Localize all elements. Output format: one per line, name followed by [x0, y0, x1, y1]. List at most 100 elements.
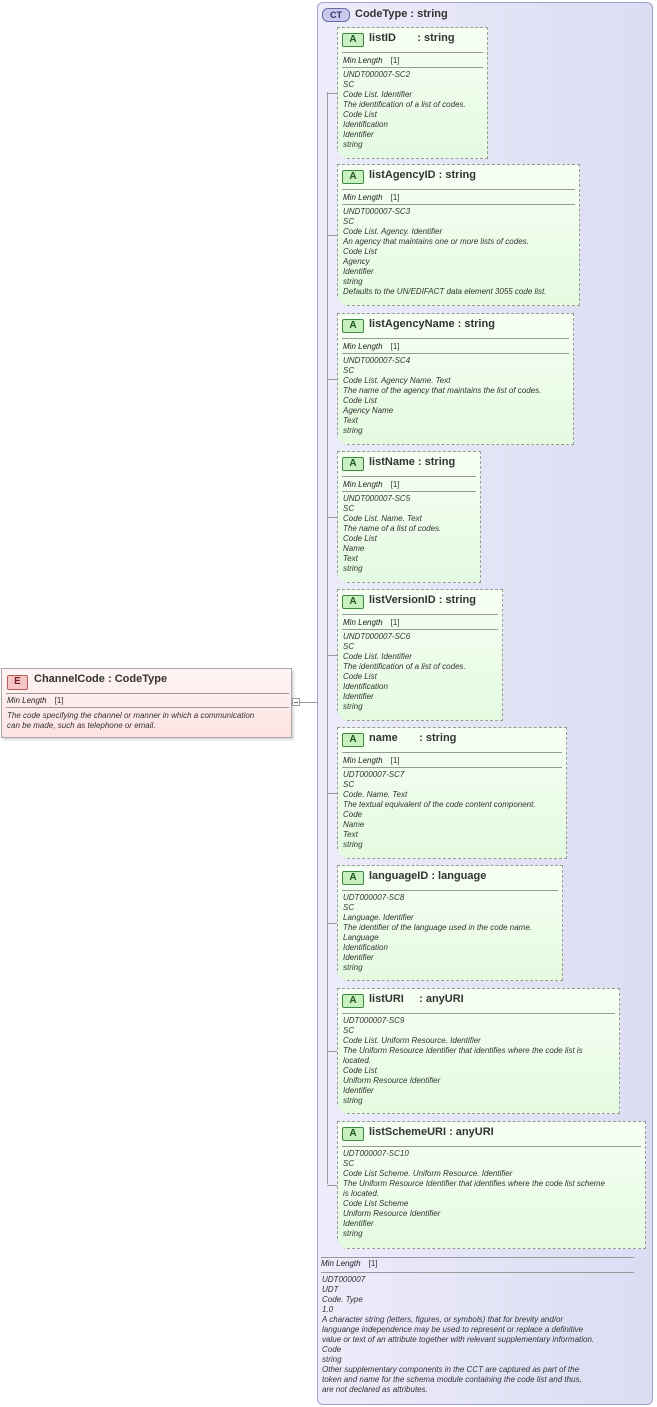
doc-line: Code List. Agency. Identifier — [343, 227, 443, 236]
doc-line: The identification of a list of codes. — [343, 100, 466, 109]
doc-line: SC — [343, 903, 355, 912]
doc-line: UDT000007 — [322, 1275, 366, 1284]
ct-separator-top — [321, 1257, 634, 1258]
doc-line: Code List. Uniform Resource. Identifier — [343, 1036, 481, 1045]
doc-line: Code. Name. Text — [343, 790, 408, 799]
doc-line: Code List. Identifier — [343, 90, 412, 99]
attribute-title: listAgencyName : string — [369, 318, 495, 330]
doc-line: SC — [343, 1026, 355, 1035]
doc-line: Identification — [343, 682, 388, 691]
doc-line: Code List — [343, 396, 377, 405]
complex-type-title: CodeType : string — [355, 8, 448, 20]
doc-line: The identification of a list of codes. — [343, 662, 466, 671]
doc-line: Identifier — [343, 1219, 374, 1228]
ct-facet-value: [1] — [368, 1259, 378, 1268]
doc-line: UNDT000007-SC3 — [343, 207, 411, 216]
doc-line: UNDT000007-SC2 — [343, 70, 411, 79]
doc-line: The Uniform Resource Identifier that ide… — [343, 1046, 583, 1055]
attribute-facet-label: Min Length — [343, 342, 383, 351]
element-box-channelcode[interactable]: E ChannelCode : CodeType Min Length[1] T… — [1, 668, 292, 738]
attribute-badge-icon: A — [342, 170, 364, 184]
attribute-connector-tick — [327, 793, 337, 794]
doc-line: can be made, such as telephone or email. — [7, 721, 156, 730]
doc-line: Identifier — [343, 130, 374, 139]
attribute-facet-label: Min Length — [343, 193, 383, 202]
collapse-toggle-icon[interactable] — [292, 698, 300, 706]
doc-line: Agency — [343, 257, 370, 266]
doc-line: string — [343, 564, 363, 573]
doc-line: Identifier — [343, 692, 374, 701]
doc-line: The textual equivalent of the code conte… — [343, 800, 536, 809]
doc-line: SC — [343, 642, 355, 651]
doc-line: string — [343, 426, 363, 435]
attribute-badge-icon: A — [342, 595, 364, 609]
attribute-separator — [342, 476, 476, 477]
attribute-separator — [342, 204, 575, 205]
attribute-facet-row: Min Length[1] — [343, 193, 400, 202]
doc-line: string — [343, 702, 363, 711]
attribute-facet-row: Min Length[1] — [343, 756, 400, 765]
attribute-facet-label: Min Length — [343, 480, 383, 489]
doc-line: Name — [343, 820, 365, 829]
element-type-separator: : — [107, 673, 115, 685]
doc-line: SC — [343, 1159, 355, 1168]
element-type: CodeType — [114, 673, 168, 685]
doc-line: UDT000007-SC9 — [343, 1016, 405, 1025]
attribute-facet-row: Min Length[1] — [343, 342, 400, 351]
doc-line: Code List. Identifier — [343, 652, 412, 661]
attribute-separator — [342, 338, 569, 339]
attribute-title: languageID : language — [369, 870, 487, 882]
ct-separator-bottom — [321, 1272, 634, 1273]
complex-type-badge-icon: CT — [322, 8, 350, 22]
doc-line: languange independence may be used to re… — [322, 1325, 584, 1334]
doc-line: Identifier — [343, 1086, 374, 1095]
doc-line: string — [343, 1229, 363, 1238]
doc-line: The name of a list of codes. — [343, 524, 442, 533]
attribute-connector-tick — [327, 1051, 337, 1052]
attribute-connector-tick — [327, 379, 337, 380]
attribute-separator — [342, 1013, 615, 1014]
doc-line: Code List. Agency Name. Text — [343, 376, 451, 385]
doc-line: Agency Name — [343, 406, 394, 415]
attribute-separator — [342, 767, 562, 768]
doc-line: UNDT000007-SC6 — [343, 632, 411, 641]
attribute-title: listSchemeURI : anyURI — [369, 1126, 494, 1138]
doc-line: Identifier — [343, 953, 374, 962]
element-name: ChannelCode — [34, 673, 105, 685]
attribute-facet-value: [1] — [390, 56, 400, 65]
doc-line: Text — [343, 830, 358, 839]
doc-line: located. — [343, 1056, 372, 1065]
doc-line: The code specifying the channel or manne… — [7, 711, 255, 720]
doc-line: string — [343, 140, 363, 149]
attribute-facet-row: Min Length[1] — [343, 618, 400, 627]
doc-line: Code List — [343, 110, 377, 119]
doc-line: string — [343, 277, 363, 286]
attribute-connector-tick — [327, 93, 337, 94]
doc-line: Name — [343, 544, 365, 553]
doc-line: SC — [343, 80, 355, 89]
doc-line: token and name for the schema module con… — [322, 1375, 582, 1384]
doc-line: Code List Scheme — [343, 1199, 409, 1208]
doc-line: UDT000007-SC8 — [343, 893, 405, 902]
attribute-badge-icon: A — [342, 871, 364, 885]
attribute-badge-icon: A — [342, 319, 364, 333]
doc-line: The identifier of the language used in t… — [343, 923, 533, 932]
doc-line: Identification — [343, 943, 388, 952]
attribute-separator — [342, 52, 483, 53]
doc-line: Defaults to the UN/EDIFACT data element … — [343, 287, 547, 296]
